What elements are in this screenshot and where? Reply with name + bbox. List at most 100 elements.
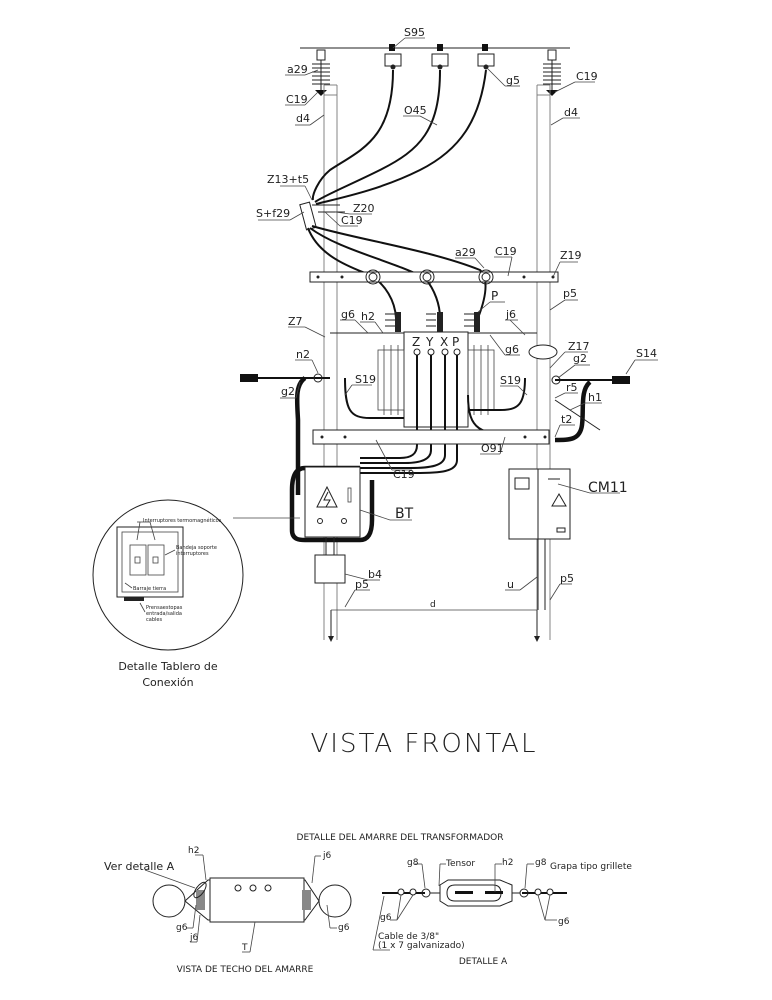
detail-a-g6-right: g6 [558,917,570,927]
label-c19-low: C19 [393,468,415,481]
label-r5: r5 [566,381,578,394]
label-o45: O45 [404,104,427,117]
pole-left [323,84,338,640]
ground-loop-left [344,377,404,419]
roof-label-h2: h2 [188,846,199,856]
terminal-y: Y [425,335,434,349]
label-z17: Z17 [568,340,590,353]
label-z7: Z7 [288,315,303,328]
fuse-cutout-2 [431,44,449,70]
label-p5-left: p5 [355,578,369,591]
label-p5-right-top: p5 [563,287,577,300]
label-n2: n2 [296,348,310,361]
hv-bushing-2 [437,312,443,332]
ring-insulator-3 [478,269,494,285]
roof-label-g6-left: g6 [176,923,188,933]
roof-view-drawing [152,877,352,923]
meter-cabinet-cm11 [508,468,571,540]
label-s-f29: S+f29 [256,207,290,220]
label-d4-right: d4 [564,106,578,119]
note-glands-line2: entrada/salida [146,611,182,617]
label-h2-left: h2 [361,310,375,323]
roof-label-g6-right: g6 [338,923,350,933]
ground-rod-left [328,610,334,642]
detail-a-cable-line2: (1 x 7 galvanizado) [378,941,465,951]
label-g6-right: g6 [505,343,519,356]
detail-a-tensor: Tensor [445,859,475,869]
note-tray-line1: Bandeja soporte [176,545,217,551]
label-s19-left: S19 [355,373,376,386]
detail-a-cable-line1: Cable de 3/8" [378,932,439,942]
detail-a-drawing [382,879,567,907]
detail-a-h2: h2 [502,858,513,868]
label-p: P [491,289,498,303]
roof-label-j6-bottom: j6 [189,933,199,943]
surge-arrester-right [543,49,561,96]
label-z13-t5: Z13+t5 [267,173,309,186]
terminal-z: Z [412,335,420,349]
note-glands-line1: Prensaestopas [146,605,183,611]
label-b4: b4 [368,568,382,581]
hv-bushing-1 [395,312,401,332]
roof-view-caption: VISTA DE TECHO DEL AMARRE [177,965,314,975]
ring-insulator-1 [365,269,381,285]
hv-bushing-3 [474,312,480,332]
note-ground-bar: Barraje tierra [133,586,166,592]
pole-right [536,84,551,640]
lv-cable-x [360,355,446,469]
label-p5-right: p5 [560,572,574,585]
detail-a-leaders [372,863,557,951]
label-t2: t2 [561,413,572,426]
label-a29-left: a29 [287,63,308,76]
detail-a-g8-right: g8 [535,858,547,868]
conduit-box-b4 [314,554,346,584]
ground-rod-right [534,610,540,642]
detail-a-g6-left: g6 [380,913,392,923]
ground-loop-o91 [467,394,537,436]
lv-panel-bt [304,466,361,538]
label-g5: g5 [506,74,520,87]
label-u: u [507,578,514,591]
terminal-x: X [440,335,448,349]
detail-panel-caption-2: Conexión [142,676,193,689]
note-tray-line2: interruptores [176,551,209,557]
label-z19: Z19 [560,249,582,262]
label-c19-right-top: C19 [576,70,598,83]
lv-cable-bundle [289,465,375,543]
lower-crossbeam [312,429,550,445]
mv-cable-2 [314,69,441,203]
label-s14: S14 [636,347,657,360]
cable-termination [299,201,345,231]
detail-a-g8-left: g8 [407,858,419,868]
fuse-cutout-1 [384,44,402,70]
label-h1: h1 [588,391,602,404]
label-z20: Z20 [353,202,375,215]
roof-label-t: T [241,943,248,953]
label-g2-right: g2 [573,352,587,365]
ground-loop-right [468,377,526,411]
secondary-lashing-right [551,375,630,443]
label-c19-left-top: C19 [286,93,308,106]
secondary-lashing-left [240,373,330,495]
ring-insulator-2 [419,269,435,285]
label-j6: j6 [505,308,516,321]
label-s95: S95 [404,26,425,39]
mv-lead-3 [311,225,487,319]
leaders [258,37,658,608]
lv-cable-z [360,355,418,459]
lashing-heading: DETALLE DEL AMARRE DEL TRANSFORMADOR [297,833,504,843]
note-breakers: Interruptores termomagnéticos [143,517,222,524]
roof-label-j6-top: j6 [322,851,332,861]
mv-cable-1 [311,69,394,201]
label-s19-right: S19 [500,374,521,387]
detail-a-shackle: Grapa tipo grillete [550,862,632,872]
label-a29-bar: a29 [455,246,476,259]
surge-arrester-left [312,49,330,96]
roof-view-leaders [144,854,337,953]
label-d4-left: d4 [296,112,310,125]
detail-a-caption: DETALLE A [459,957,508,967]
label-c19-mid: C19 [341,214,363,227]
lv-cable-p [360,355,458,474]
view-title: VISTA FRONTAL [311,729,538,759]
